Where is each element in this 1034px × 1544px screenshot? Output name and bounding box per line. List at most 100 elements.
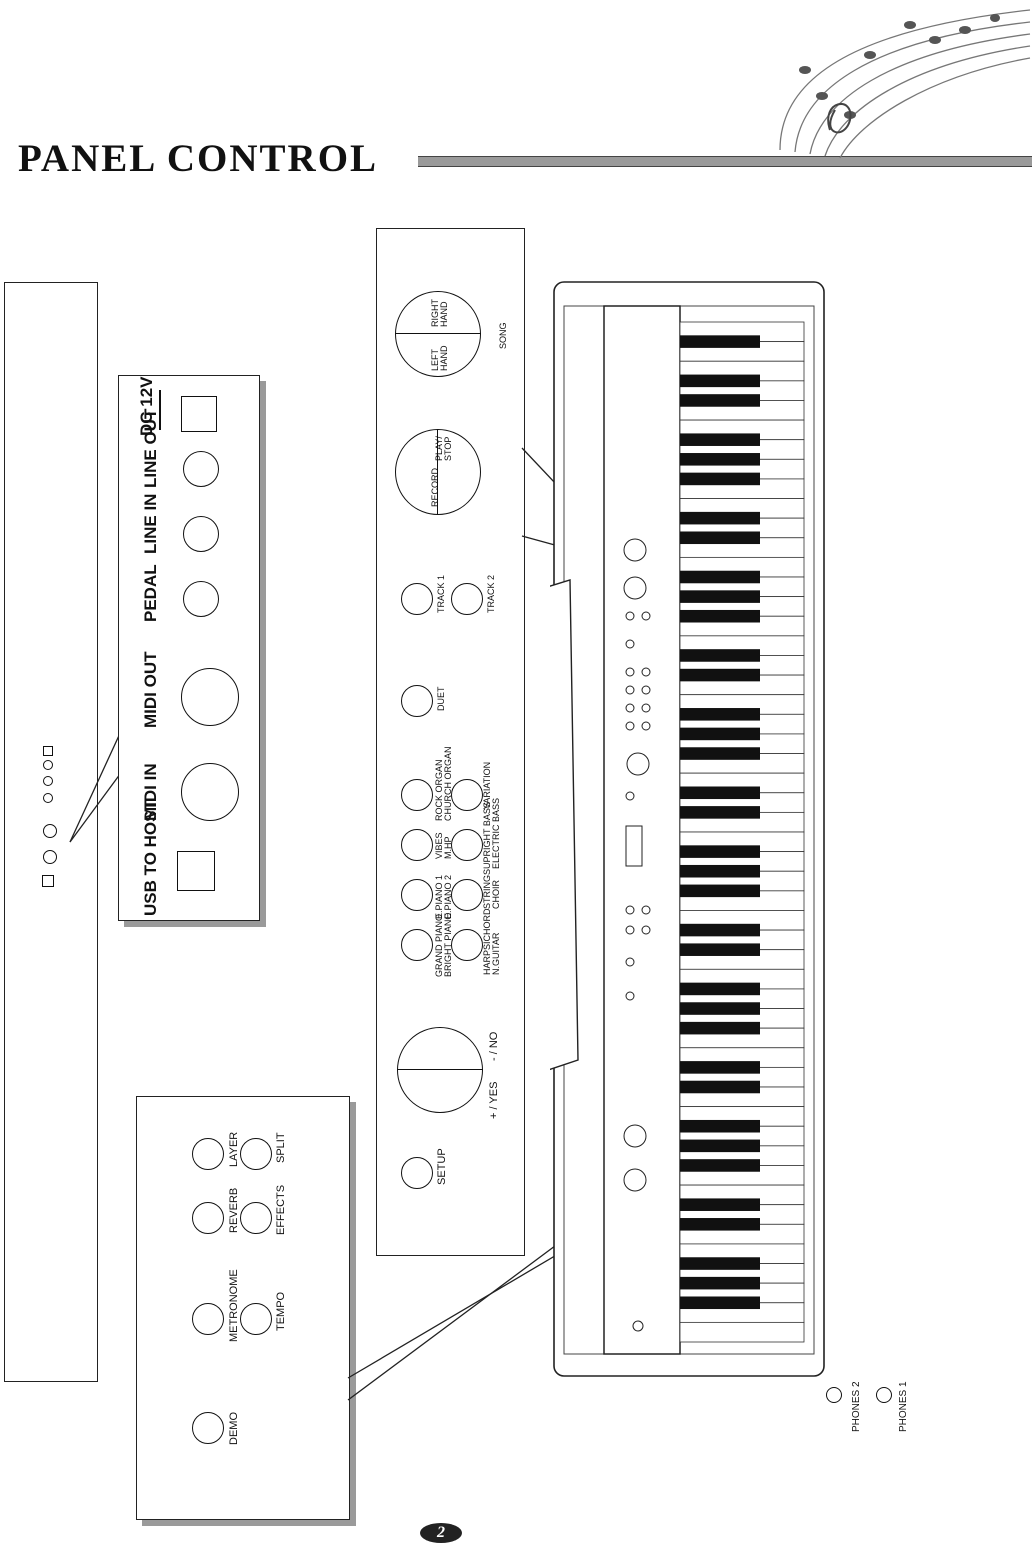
voice-strings-label: STRINGS CHOIR [482,868,502,909]
title-rule [418,156,1032,167]
black-key [680,982,760,996]
black-key [680,1198,760,1211]
black-key [680,1002,760,1015]
black-key [680,394,760,407]
black-key [680,1139,760,1153]
phones2-jack [826,1387,842,1403]
line-in-label: LINE IN [141,493,160,554]
black-key [680,786,760,800]
voice-vibes-button[interactable] [401,829,433,861]
setup-label: SETUP [436,1148,448,1185]
midi-in-label: MIDI IN [141,763,160,821]
black-key [680,943,760,956]
track2-button[interactable] [451,583,483,615]
yes-label: + / YES [488,1081,500,1119]
black-key [680,649,760,662]
black-key [680,570,760,584]
line-out-port [183,451,219,487]
track1-label: TRACK 1 [436,574,446,613]
record-label: RECORD [430,467,440,507]
black-key [680,668,760,682]
variation-label: VARIATION [482,761,492,809]
left-control-panel: DEMO METRONOME TEMPO REVERB EFFECTS LAYE… [136,1096,350,1520]
black-key [680,1296,760,1310]
phones1-label: PHONES 1 [898,1381,909,1432]
black-key [680,1061,760,1074]
usb-to-host-port [177,851,215,891]
black-key [680,1159,760,1172]
page-number: 2 [420,1523,462,1543]
white-key [679,1321,805,1343]
dc-power-port [181,396,217,432]
black-key [680,453,760,466]
black-key [680,923,760,937]
black-key [680,433,760,446]
midi-out-port [181,668,239,726]
reverb-button[interactable] [192,1202,224,1234]
voice-harpsichord-button[interactable] [451,929,483,961]
tempo-button[interactable] [240,1303,272,1335]
tempo-label: TEMPO [275,1291,287,1331]
black-key [680,1276,760,1290]
layer-button[interactable] [192,1138,224,1170]
voice-epiano-button[interactable] [401,879,433,911]
phones1-jack [876,1387,892,1403]
dc-polarity-icon [159,390,163,430]
voice-organ-button[interactable] [401,779,433,811]
variation-button[interactable] [451,779,483,811]
black-key [680,472,760,486]
main-control-panel: SETUP + / YES - / NO GRAND PIANO BRIGHT … [376,228,525,1256]
right-hand-label: RIGHT HAND [430,299,450,327]
demo-button[interactable] [192,1412,224,1444]
voice-organ-label: ROCK ORGAN CHURCH ORGAN [434,746,454,821]
black-key [680,708,760,721]
page-title: PANEL CONTROL [18,137,379,180]
metronome-label: METRONOME [228,1269,240,1342]
black-key [680,1257,760,1270]
black-key [680,1021,760,1035]
song-label: SONG [498,322,508,349]
music-notes-decoration [779,9,1031,159]
midi-in-port [181,763,239,821]
rear-strip-panel [4,282,98,1382]
demo-label: DEMO [228,1412,240,1445]
voice-grand-piano-button[interactable] [401,929,433,961]
black-key [680,806,760,819]
duet-label: DUET [436,686,446,712]
piano-illustration [550,281,825,1377]
phones2-label: PHONES 2 [851,1381,862,1432]
pedal-port [183,581,219,617]
voice-harpsichord-label: HARPSICHORD N.GUITAR [482,908,502,975]
record-play-dial[interactable] [395,429,481,515]
setup-button[interactable] [401,1157,433,1189]
layer-label: LAYER [228,1131,240,1167]
black-key [680,1080,760,1094]
left-hand-label: LEFT HAND [430,345,450,371]
black-key [680,511,760,525]
dc-label: DC 12V [137,376,156,436]
pedal-label: PEDAL [141,564,160,622]
midi-out-label: MIDI OUT [141,651,160,729]
no-label: - / NO [488,1031,500,1061]
effects-button[interactable] [240,1202,272,1234]
metronome-button[interactable] [192,1303,224,1335]
black-key [680,864,760,878]
track2-label: TRACK 2 [486,574,496,613]
play-stop-label: PLAY/ STOP [434,436,454,461]
black-key [680,1119,760,1133]
effects-label: EFFECTS [275,1184,287,1235]
voice-strings-button[interactable] [451,879,483,911]
black-key [680,884,760,898]
black-key [680,727,760,741]
line-in-port [183,516,219,552]
black-key [680,609,760,623]
yes-no-dial[interactable] [397,1027,483,1113]
hand-dial[interactable] [395,291,481,377]
black-key [680,590,760,603]
voice-bass-button[interactable] [451,829,483,861]
black-key [680,845,760,858]
reverb-label: REVERB [228,1187,240,1233]
duet-button[interactable] [401,685,433,717]
split-button[interactable] [240,1138,272,1170]
track1-button[interactable] [401,583,433,615]
